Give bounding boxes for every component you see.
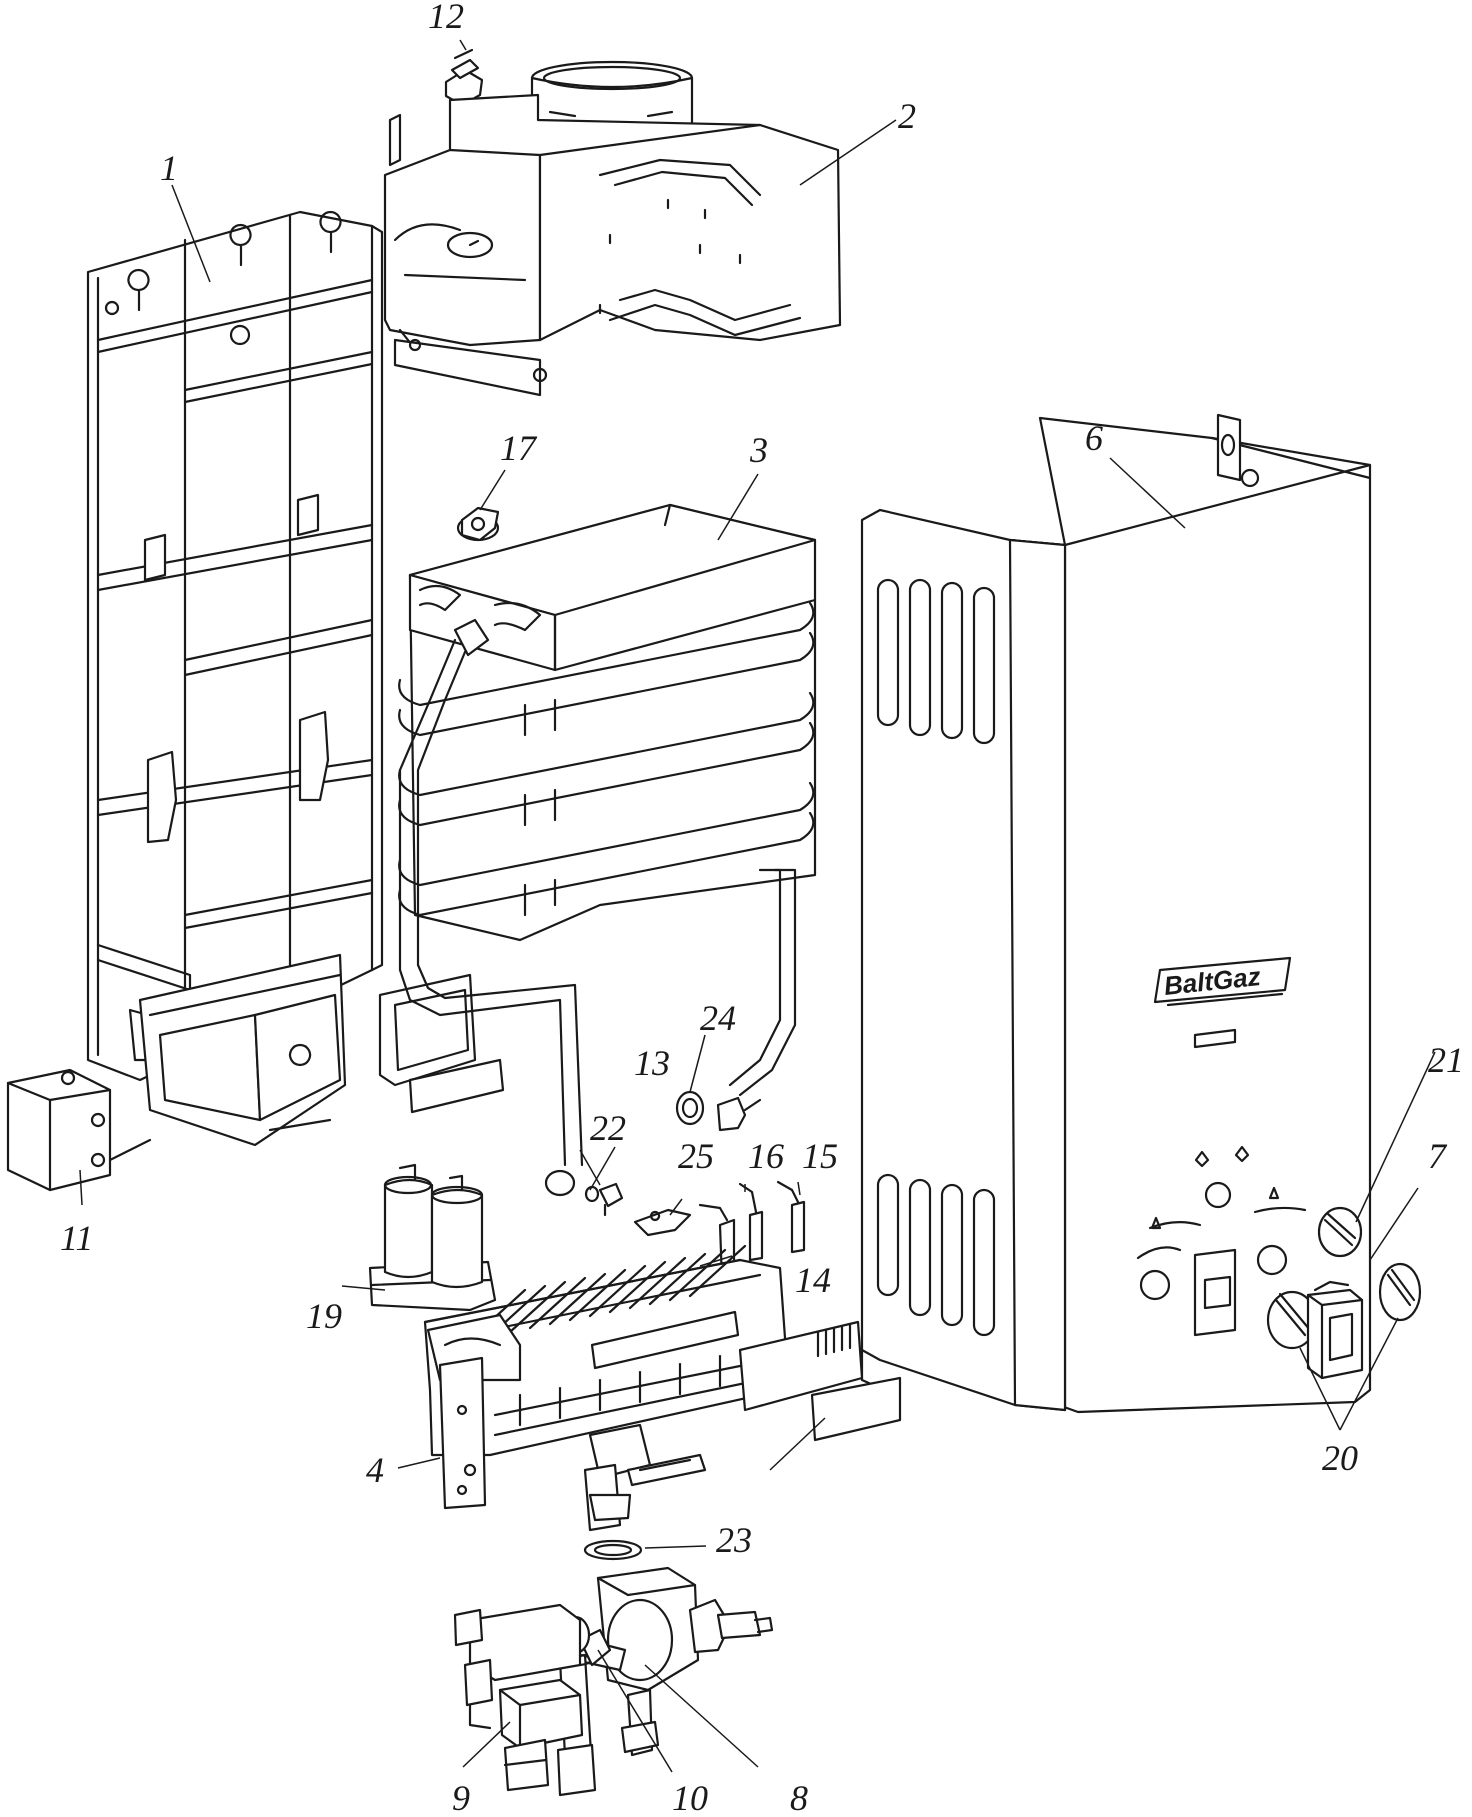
part-11-box bbox=[6, 1068, 152, 1206]
callout-9: 9 bbox=[452, 1778, 470, 1817]
part-1-rear-frame bbox=[86, 210, 384, 1082]
part-18-battery-holder bbox=[368, 1163, 497, 1312]
callout-14: 15 bbox=[802, 1136, 838, 1176]
part-24-bracket bbox=[633, 1208, 692, 1237]
callout-7: 7 bbox=[1428, 1136, 1448, 1176]
part-19-knob-right bbox=[1378, 1262, 1422, 1322]
part-8-gas-valve bbox=[573, 1566, 774, 1757]
callout-10: 10 bbox=[672, 1778, 708, 1817]
callout-24: 25 bbox=[678, 1136, 714, 1176]
callout-4: 4 bbox=[366, 1450, 384, 1490]
callout-2: 2 bbox=[898, 96, 916, 136]
callout-3: 3 bbox=[749, 430, 768, 470]
part-21-oring bbox=[584, 1185, 600, 1203]
callout-22: 23 bbox=[716, 1520, 752, 1560]
callout-20: 21 bbox=[1428, 1040, 1464, 1080]
part-4-burner bbox=[423, 1244, 790, 1532]
callout-19: 20 bbox=[1322, 1438, 1358, 1478]
callout-8: 8 bbox=[790, 1778, 808, 1817]
part-23-washer bbox=[675, 1090, 762, 1132]
part-17-sensor bbox=[444, 39, 484, 107]
callout-21: 22 bbox=[590, 1108, 626, 1148]
leader-lines bbox=[171, 119, 1436, 1773]
frame-bottom-bracket bbox=[138, 953, 505, 1147]
callout-1: 1 bbox=[160, 148, 178, 188]
callout-15: 16 bbox=[748, 1136, 784, 1176]
part-14-electrode bbox=[776, 1180, 806, 1254]
part-7-switch bbox=[1306, 1280, 1364, 1380]
part-12-fitting bbox=[544, 1169, 624, 1217]
part-6-casing: BaltGaz bbox=[860, 413, 1372, 1414]
callout-17: 12 bbox=[428, 0, 464, 36]
part-2-draft-hood bbox=[383, 60, 842, 397]
part-15-electrode bbox=[738, 1182, 764, 1262]
callout-12: 13 bbox=[634, 1043, 670, 1083]
part-3-heat-exchanger bbox=[398, 503, 817, 1167]
part-9-solenoid bbox=[453, 1603, 584, 1792]
callout-labels: 12 1 2 17 3 6 21 7 20 24 13 22 25 16 15 … bbox=[60, 0, 1464, 1817]
part-22-gasket bbox=[583, 1539, 643, 1561]
callout-11: 11 bbox=[60, 1218, 93, 1258]
callout-18: 19 bbox=[306, 1296, 342, 1336]
callout-23: 24 bbox=[700, 998, 736, 1038]
part-16-thermostat bbox=[456, 469, 506, 542]
part-20-knob bbox=[1317, 1206, 1363, 1258]
callout-6: 6 bbox=[1085, 418, 1103, 458]
callout-13: 14 bbox=[795, 1260, 831, 1300]
callout-16: 17 bbox=[500, 428, 538, 468]
part-25-shield bbox=[738, 1320, 902, 1442]
